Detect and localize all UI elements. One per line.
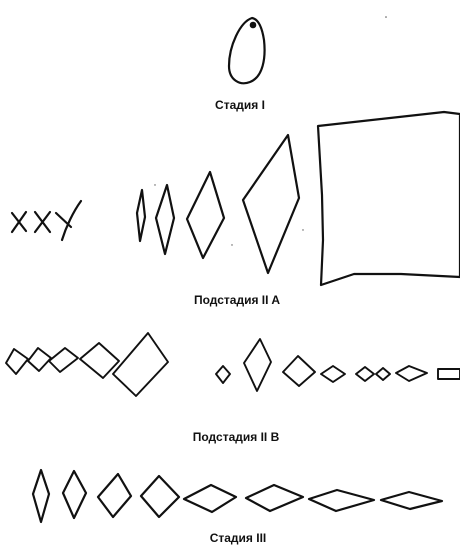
rhombus-shape xyxy=(283,356,315,386)
substage-2a-crosses xyxy=(12,201,81,240)
rhombus-shape xyxy=(156,185,174,254)
stage-1-cell xyxy=(229,18,265,83)
large-polygon-shape xyxy=(318,112,460,285)
rhombus-shape xyxy=(63,471,86,518)
speck xyxy=(154,184,155,185)
rhombus-shape xyxy=(246,485,303,511)
rhombus-shape xyxy=(187,172,224,258)
cross-mark xyxy=(35,212,50,232)
substage-2a-growth-sequence xyxy=(137,112,460,285)
rhombus-shape xyxy=(376,368,390,380)
rhombus-shape xyxy=(396,366,427,381)
rhombus-shape xyxy=(381,492,442,509)
rectangle-shape xyxy=(438,369,460,379)
speck xyxy=(302,229,303,230)
stage-1-nucleus xyxy=(250,22,257,29)
rhombus-shape xyxy=(113,333,168,396)
cross-mark xyxy=(56,201,81,240)
caption-stage-3: Стадия III xyxy=(210,531,267,545)
rhombus-shape xyxy=(28,348,51,371)
speck xyxy=(231,244,232,245)
rhombus-shape xyxy=(141,476,179,517)
rhombus-shape xyxy=(309,490,374,511)
rhombus-shape xyxy=(356,367,374,381)
rhombus-shape xyxy=(243,135,299,273)
rhombus-shape xyxy=(33,470,49,522)
rhombus-shape xyxy=(184,485,236,512)
rhombus-shape xyxy=(49,348,78,372)
substage-2b-left-chain xyxy=(6,333,168,396)
caption-substage-2b: Подстадия II B xyxy=(193,430,279,444)
rhombus-shape xyxy=(6,349,28,374)
substage-2b-right-chain xyxy=(216,339,460,391)
cross-mark xyxy=(12,212,26,232)
speck xyxy=(385,16,387,18)
rhombus-shape xyxy=(98,474,131,517)
rhombus-shape xyxy=(321,366,345,382)
stage-3-sequence xyxy=(33,470,442,522)
caption-substage-2a: Подстадия II A xyxy=(194,293,280,307)
stage-1-cell-outline xyxy=(229,18,265,83)
rhombus-shape xyxy=(216,366,230,383)
caption-stage-1: Стадия I xyxy=(215,98,265,112)
rhombus-shape xyxy=(244,339,271,391)
rhombus-shape xyxy=(137,190,145,241)
